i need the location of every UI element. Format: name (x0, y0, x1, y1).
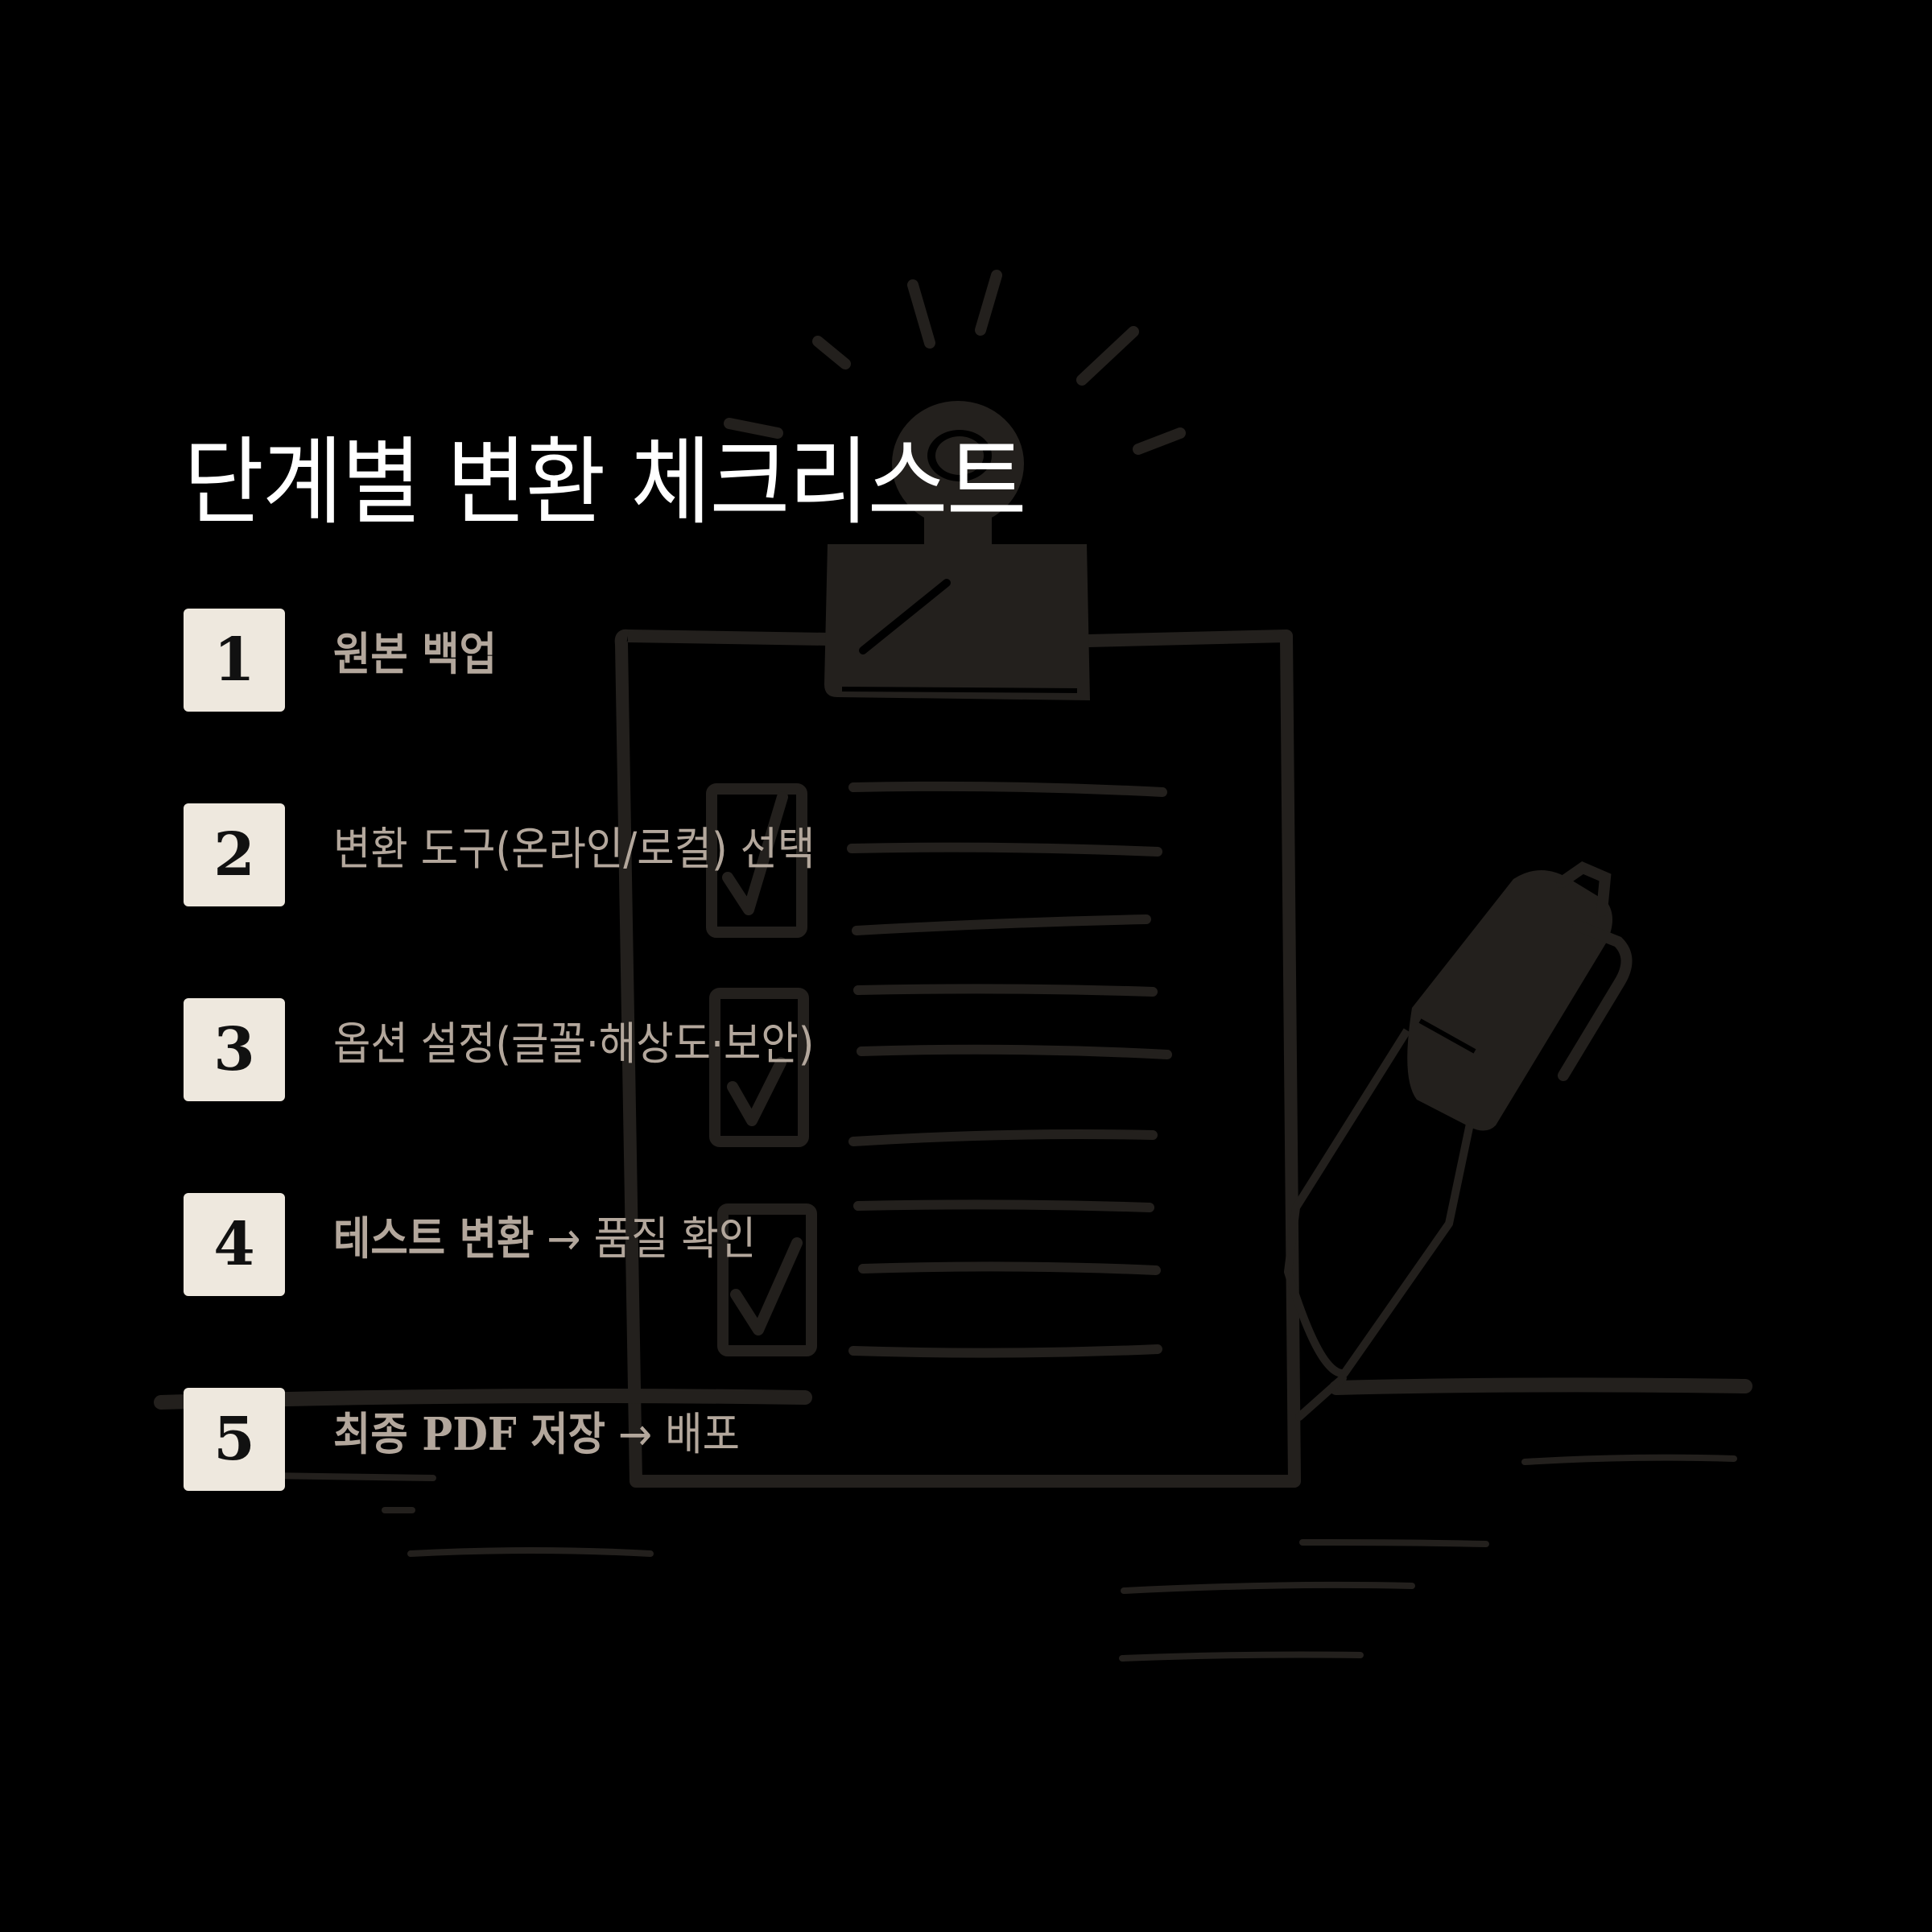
step-2: 2 변환 도구(온라인/로컬) 선택 (184, 803, 1311, 906)
sparkle-rays-icon (724, 270, 1186, 455)
arrow-right-icon: → (534, 1213, 594, 1265)
step-label-text: 배포 (665, 1408, 740, 1461)
arrow-right-icon: → (605, 1408, 666, 1461)
step-label-bold: 원본 백업 (333, 629, 497, 681)
step-number-badge: 3 (184, 998, 285, 1101)
clipboard-icon (154, 401, 1752, 1488)
step-label: 최종 PDF 저장 → 배포 (333, 1412, 740, 1458)
step-1: 1 원본 백업 (184, 609, 1311, 712)
checkbox-checked-icon (706, 783, 817, 1356)
step-5: 5 최종 PDF 저장 → 배포 (184, 1388, 1311, 1491)
step-label: 원본 백업 (333, 633, 497, 678)
step-label-text: 옵션 설정(글꼴·해상도·보안) (333, 1018, 815, 1071)
pen-icon (1284, 861, 1633, 1421)
step-label-bold-latin: PDF (422, 1407, 517, 1461)
step-3: 3 옵션 설정(글꼴·해상도·보안) (184, 998, 1311, 1101)
step-label-text: 변환 도구(온라인/로컬) 선택 (333, 824, 815, 876)
step-number-badge: 2 (184, 803, 285, 906)
step-label-text: 품질 확인 (593, 1213, 757, 1265)
step-label: 변환 도구(온라인/로컬) 선택 (333, 828, 815, 873)
step-label-bold: 최종 (333, 1408, 423, 1461)
slide-title: 단계별 변환 체크리스트 (184, 427, 1027, 538)
checklist-lines (847, 781, 1172, 1358)
step-label: 옵션 설정(글꼴·해상도·보안) (333, 1022, 814, 1067)
step-number-badge: 5 (184, 1388, 285, 1491)
step-number-badge: 4 (184, 1193, 285, 1296)
step-4: 4 테스트 변환 → 품질 확인 (184, 1193, 1311, 1296)
step-label-bold: 테스트 변환 (333, 1213, 535, 1265)
step-number-badge: 1 (184, 609, 285, 712)
step-label: 테스트 변환 → 품질 확인 (333, 1217, 756, 1262)
step-label-bold: 저장 (516, 1408, 605, 1461)
